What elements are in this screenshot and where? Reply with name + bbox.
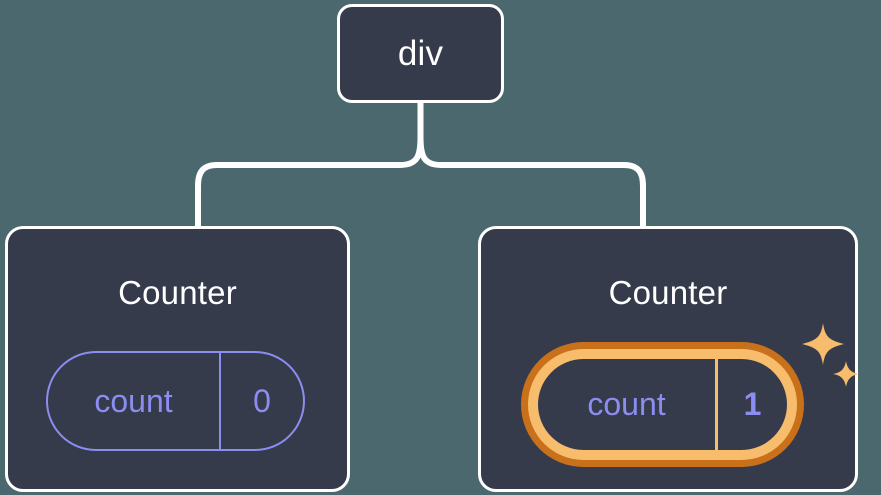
sparkle-small-icon bbox=[833, 361, 859, 387]
state-value-right: 1 bbox=[743, 386, 762, 422]
edge-root-to-counter-left bbox=[195, 134, 424, 229]
node-counter-right-title: Counter bbox=[608, 274, 728, 311]
state-pill-right-inner-ring: count 1 bbox=[528, 349, 797, 460]
node-div-label: div bbox=[397, 34, 444, 73]
state-pill-left[interactable]: count 0 bbox=[46, 351, 305, 451]
state-pill-right[interactable]: count 1 bbox=[521, 342, 804, 467]
state-pill-left-body: count 0 bbox=[46, 351, 305, 451]
state-pill-right-outer-ring: count 1 bbox=[521, 342, 804, 467]
state-value-left: 0 bbox=[253, 382, 271, 419]
node-counter-right[interactable]: Counter count 1 bbox=[478, 226, 859, 492]
sparkle-large-icon bbox=[802, 323, 844, 365]
state-pill-right-body: count 1 bbox=[538, 359, 787, 450]
state-key-right: count bbox=[538, 359, 718, 450]
node-counter-left[interactable]: Counter count 0 bbox=[5, 226, 350, 492]
node-counter-left-title: Counter bbox=[118, 274, 237, 311]
node-div[interactable]: div bbox=[337, 4, 504, 103]
edge-root-to-counter-right bbox=[417, 134, 646, 229]
state-key-left: count bbox=[48, 353, 221, 449]
